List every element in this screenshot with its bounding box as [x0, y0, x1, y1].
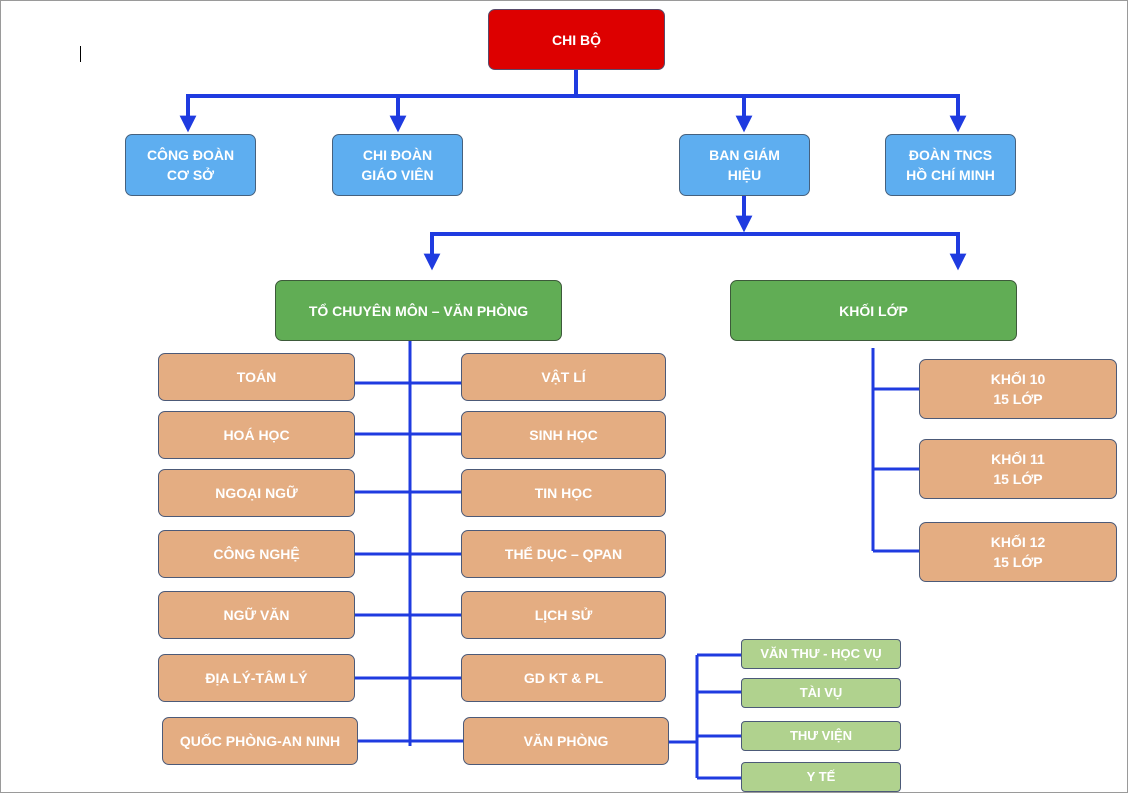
khoi-lop-node: KHỐI LỚP: [730, 280, 1017, 341]
dept-hoa-hoc-label: HOÁ HỌC: [223, 427, 290, 443]
dept-dia-ly: ĐỊA LÝ-TÂM LÝ: [158, 654, 355, 702]
dept-quoc-phong-label: QUỐC PHÒNG-AN NINH: [179, 733, 341, 749]
cong-doan-line1: CÔNG ĐOÀN: [146, 147, 235, 163]
grade-10-node: KHỐI 10 15 LỚP: [919, 359, 1117, 419]
dept-hoa-hoc: HOÁ HỌC: [158, 411, 355, 459]
khoi-lop-label: KHỐI LỚP: [839, 302, 908, 319]
to-chuyen-mon-label: TỔ CHUYÊN MÔN – VĂN PHÒNG: [308, 302, 529, 319]
doan-tncs-line1: ĐOÀN TNCS: [908, 147, 993, 163]
dept-vat-li: VẬT LÍ: [461, 353, 666, 401]
dept-ngoai-ngu-label: NGOẠI NGỮ: [215, 485, 298, 501]
grade-12-classes: 15 LỚP: [993, 554, 1043, 570]
ban-giam-hieu-line1: BAN GIÁM: [709, 147, 780, 163]
dept-ngu-van-label: NGỮ VĂN: [223, 607, 290, 623]
dept-van-phong-label: VĂN PHÒNG: [523, 733, 609, 749]
dept-ngu-van: NGỮ VĂN: [158, 591, 355, 639]
dept-vat-li-label: VẬT LÍ: [541, 369, 586, 385]
chi-doan-line1: CHI ĐOÀN: [362, 147, 433, 163]
chi-doan-line2: GIÁO VIÊN: [361, 167, 434, 183]
ban-giam-hieu-line2: HIỆU: [727, 167, 762, 183]
grade-11-classes: 15 LỚP: [993, 471, 1043, 487]
dept-dia-ly-label: ĐỊA LÝ-TÂM LÝ: [205, 670, 308, 686]
doan-tncs-node: ĐOÀN TNCS HỒ CHÍ MINH: [885, 134, 1016, 196]
office-y-te: Y TẾ: [741, 762, 901, 792]
dept-cong-nghe-label: CÔNG NGHỆ: [213, 546, 300, 562]
chi-doan-node: CHI ĐOÀN GIÁO VIÊN: [332, 134, 463, 196]
dept-ngoai-ngu: NGOẠI NGỮ: [158, 469, 355, 517]
doan-tncs-line2: HỒ CHÍ MINH: [906, 167, 995, 183]
grade-12-name: KHỐI 12: [990, 534, 1046, 550]
office-van-thu-label: VĂN THƯ - HỌC VỤ: [760, 646, 882, 661]
grade-10-classes: 15 LỚP: [993, 391, 1043, 407]
cong-doan-node: CÔNG ĐOÀN CƠ SỞ: [125, 134, 256, 196]
office-y-te-label: Y TẾ: [806, 769, 836, 784]
office-tai-vu: TÀI VỤ: [741, 678, 901, 708]
ban-giam-hieu-node: BAN GIÁM HIỆU: [679, 134, 810, 196]
grade-11-node: KHỐI 11 15 LỚP: [919, 439, 1117, 499]
dept-quoc-phong: QUỐC PHÒNG-AN NINH: [162, 717, 358, 765]
dept-the-duc: THỂ DỤC – QPAN: [461, 530, 666, 578]
office-van-thu: VĂN THƯ - HỌC VỤ: [741, 639, 901, 669]
dept-sinh-hoc: SINH HỌC: [461, 411, 666, 459]
dept-the-duc-label: THỂ DỤC – QPAN: [504, 546, 623, 562]
grade-12-node: KHỐI 12 15 LỚP: [919, 522, 1117, 582]
text-cursor: [80, 46, 81, 62]
office-thu-vien: THƯ VIỆN: [741, 721, 901, 751]
dept-gdkt-pl-label: GD KT & PL: [523, 670, 604, 686]
grade-11-name: KHỐI 11: [991, 451, 1045, 467]
chi-bo-node: CHI BỘ: [488, 9, 665, 70]
dept-toan: TOÁN: [158, 353, 355, 401]
cong-doan-line2: CƠ SỞ: [166, 167, 215, 183]
dept-gdkt-pl: GD KT & PL: [461, 654, 666, 702]
dept-tin-hoc: TIN HỌC: [461, 469, 666, 517]
to-chuyen-mon-node: TỔ CHUYÊN MÔN – VĂN PHÒNG: [275, 280, 562, 341]
office-thu-vien-label: THƯ VIỆN: [789, 728, 853, 743]
office-tai-vu-label: TÀI VỤ: [799, 685, 843, 700]
dept-van-phong: VĂN PHÒNG: [463, 717, 669, 765]
dept-cong-nghe: CÔNG NGHỆ: [158, 530, 355, 578]
dept-lich-su: LỊCH SỬ: [461, 591, 666, 639]
dept-lich-su-label: LỊCH SỬ: [534, 607, 593, 623]
grade-10-name: KHỐI 10: [990, 371, 1046, 387]
dept-tin-hoc-label: TIN HỌC: [534, 485, 593, 501]
dept-toan-label: TOÁN: [236, 369, 277, 385]
chi-bo-label: CHI BỘ: [552, 31, 601, 48]
dept-sinh-hoc-label: SINH HỌC: [529, 427, 598, 443]
